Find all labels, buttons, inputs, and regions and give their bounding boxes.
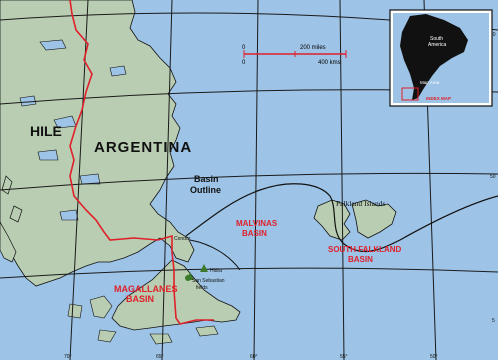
basin-outline-label-1: Basin <box>194 174 219 184</box>
index-map-inset: South America Map Area INDEX MAP <box>389 9 493 107</box>
malvinas-basin-label-2: BASIN <box>242 229 267 238</box>
magallanes-basin-label-2: BASIN <box>126 294 154 304</box>
scale-zero-miles: 0 <box>242 45 246 51</box>
graticule-label-lat-2: 50 <box>490 174 496 180</box>
basin-outline <box>185 183 498 253</box>
index-map-area-label: Map Area <box>420 80 440 85</box>
graticule-label-lon-1: 70° <box>64 354 72 360</box>
scale-miles-label: 200 miles <box>300 45 326 51</box>
basin-outline-label-2: Outline <box>190 185 221 195</box>
condor-label: Condor <box>174 236 191 242</box>
oil-fields <box>185 264 208 281</box>
index-map-title: INDEX MAP <box>426 96 451 101</box>
national-border <box>69 0 214 325</box>
graticule-label-lat-1: 50 <box>490 32 496 38</box>
south-falkland-basin-label-1: SOUTH FALKLAND <box>328 245 402 254</box>
chile-label: HILE <box>30 123 62 139</box>
scale-bar: 0 0 200 miles 400 kms <box>242 45 347 66</box>
lakes <box>19 39 127 221</box>
magallanes-basin-label-1: MAGALLANES <box>114 284 178 294</box>
graticule-label-lat-3: 5 <box>492 318 495 324</box>
index-map-america-label: America <box>428 42 447 48</box>
basin-outline-inner <box>189 239 241 271</box>
mainland-patagonia <box>0 0 195 287</box>
graticule-label-lon-5: 50° <box>430 354 438 360</box>
falkland-islands <box>313 199 397 241</box>
western-islands <box>0 175 23 263</box>
malvinas-basin-label-1: MALVINAS <box>236 219 278 228</box>
graticule-label-lon-3: 60° <box>250 354 258 360</box>
argentina-label: ARGENTINA <box>94 139 192 156</box>
falkland-islands-label: Falkland Islands <box>336 199 385 208</box>
graticule-label-lon-2: 65° <box>156 354 164 360</box>
index-map-continent <box>400 14 468 100</box>
san-sebastian-label-1: San Sebastian <box>192 278 225 284</box>
hidra-label: Hidra <box>210 268 222 274</box>
san-sebastian-label-2: fields <box>196 285 208 291</box>
scale-kms-label: 400 kms <box>318 60 341 66</box>
graticule-label-lon-4: 55° <box>340 354 348 360</box>
southern-islands <box>67 295 219 345</box>
index-map-area-box <box>401 87 419 101</box>
index-map-south-label: South <box>430 36 443 42</box>
scale-zero-kms: 0 <box>242 60 246 66</box>
south-falkland-basin-label-2: BASIN <box>348 255 373 264</box>
